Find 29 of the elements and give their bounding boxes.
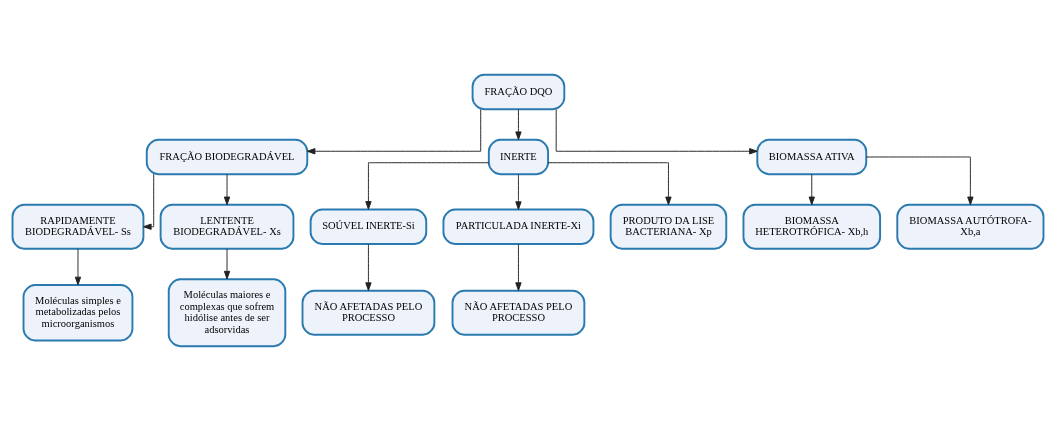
node-box: FRAÇÃO BIODEGRADÁVEL [145,138,309,176]
node-box: Moléculas maiores e complexas que sofrem hidólise antes de ser adsorvidas [167,278,287,348]
arrow [515,108,522,140]
node-box: LENTENTE BIODEGRADÁVEL- Xs [159,203,295,250]
node-box: BIOMASSA AUTÓTROFA-Xb,a [896,203,1045,250]
arrow [555,109,758,155]
node-box: BIOMASSA ATIVA [756,138,868,176]
arrow [515,173,522,210]
arrow [365,162,490,210]
arrow [865,156,974,206]
arrow [365,243,372,291]
arrow [223,248,231,280]
arrow [515,243,522,291]
node-box: BIOMASSA HETEROTRÓFICA- Xb,h [742,203,882,250]
arrow [547,162,672,206]
node-box: SOÚVEL INERTE-Si [309,208,428,245]
node-box: PRODUTO DA LISE BACTERIANA- Xp [609,203,728,250]
node-box: PARTICULADA INERTE-Xi [442,208,595,245]
arrow [306,109,482,155]
arrow [143,173,155,230]
node-box: NÃO AFETADAS PELO PROCESSO [451,289,586,336]
node-box: Moléculas simples e metabolizadas pelos microorganismos [22,284,134,342]
arrow [223,173,231,206]
arrow [808,173,815,206]
node-box: FRAÇÃO DQO [471,73,566,111]
node-box: NÃO AFETADAS PELO PROCESSO [301,289,436,336]
node-box: INERTE [487,138,550,176]
node-box: RAPIDAMENTE BIODEGRADÁVEL- Ss [11,203,145,250]
arrow [74,248,82,286]
